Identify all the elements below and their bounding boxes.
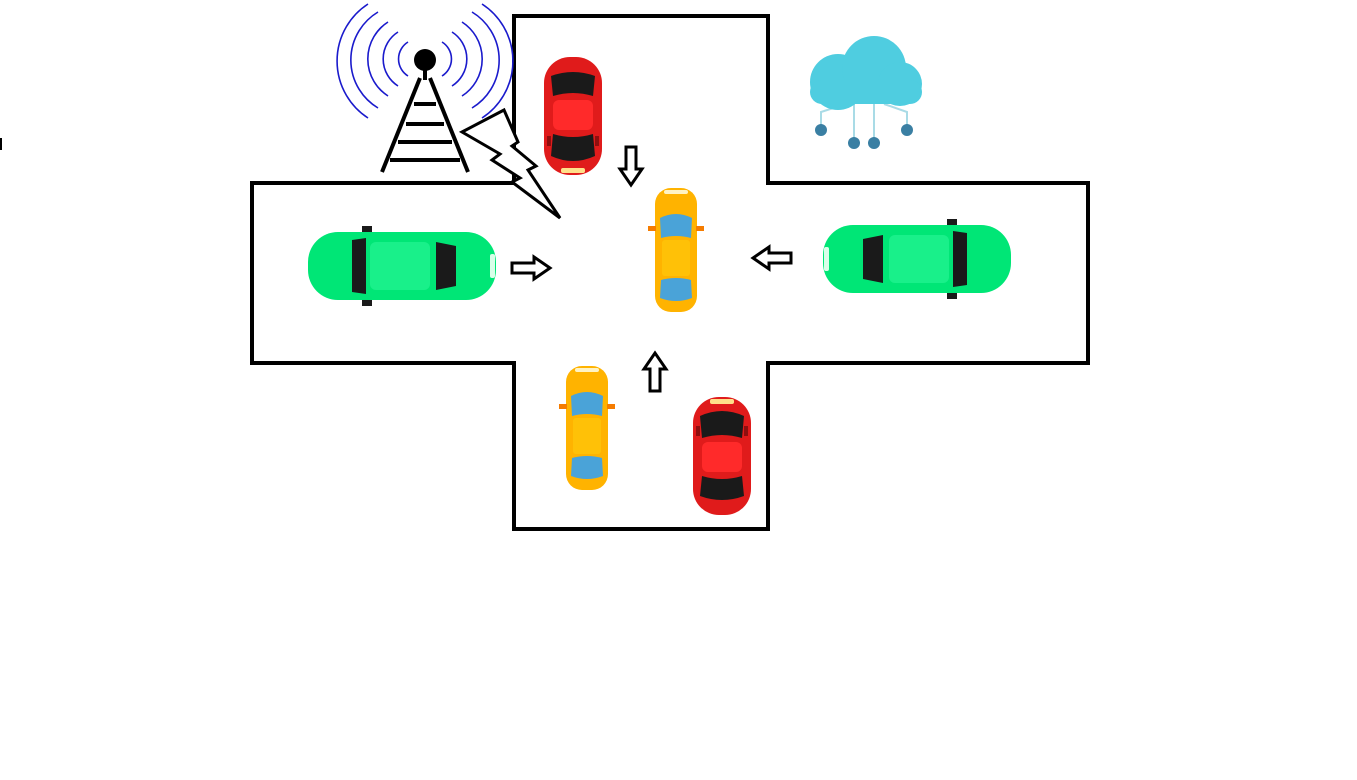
cloud-network-icon <box>810 36 922 149</box>
lightning-bolt-icon <box>458 107 562 220</box>
green-car-east <box>823 219 1011 299</box>
yellow-car-center <box>648 188 704 312</box>
red-car-south <box>693 397 751 515</box>
green-car-west <box>308 226 496 306</box>
yellow-car-south <box>559 366 615 490</box>
red-car-north <box>544 57 602 175</box>
cell-tower-icon <box>336 3 514 173</box>
